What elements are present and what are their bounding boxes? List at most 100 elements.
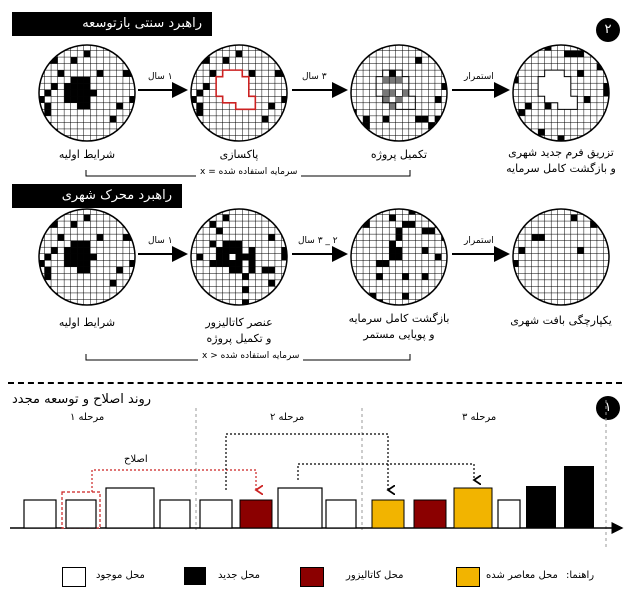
grid-block (39, 292, 45, 300)
grid-block (395, 96, 403, 103)
grid-block (577, 70, 584, 77)
grid-block (216, 253, 223, 261)
grid-block (70, 57, 78, 64)
legend-label-existing: محل موجود (96, 570, 145, 581)
grid-block (229, 240, 236, 248)
grid-block (209, 221, 217, 228)
grid-block (603, 83, 609, 90)
grid-block (518, 247, 526, 254)
grid-block (96, 234, 104, 241)
grid-block (402, 273, 409, 280)
grid-block (395, 253, 403, 261)
grid-block (434, 96, 442, 103)
grid-block (531, 234, 539, 241)
site-existing (105, 487, 155, 529)
grid-block (122, 70, 130, 77)
legend-swatch-catalyst (300, 567, 324, 587)
grid-block (235, 247, 243, 254)
panel-1-title: روند اصلاح و توسعه مجدد (12, 392, 152, 407)
grid-block (90, 253, 97, 261)
grid-block (525, 102, 532, 110)
grid-block (382, 76, 390, 84)
circle-traditional-initial (38, 44, 136, 142)
grid-block (242, 273, 249, 280)
grid-block (83, 240, 91, 248)
grid-block (77, 247, 84, 254)
grid-block (389, 214, 396, 222)
grid-block (64, 83, 71, 90)
grid-block (77, 253, 84, 261)
grid-block (51, 57, 58, 64)
grid-block (77, 266, 84, 274)
grid-block (77, 260, 84, 267)
grid-block (389, 76, 396, 84)
grid-block (209, 70, 217, 77)
grid-block (216, 260, 223, 267)
grid-block (77, 96, 84, 103)
grid-block (222, 253, 230, 261)
grid-block (583, 96, 591, 103)
grid-block (281, 96, 287, 103)
reform-connector (91, 469, 256, 492)
grid-block (64, 260, 71, 267)
arrow-label-traditional-2: ۳ سال (302, 72, 327, 82)
grid-block (116, 102, 123, 110)
grid-block (44, 273, 52, 280)
grid-block (538, 234, 545, 241)
catalyst-strategy-title: راهبرد محرک شهری (12, 184, 182, 208)
grid-block (222, 247, 230, 254)
grid-block (64, 89, 71, 97)
grid-block (281, 247, 287, 254)
grid-block (122, 234, 130, 241)
grid-block (229, 266, 236, 274)
stage-label-catalyst-integration: یکپارچگی بافت شهری (510, 314, 612, 327)
legend-swatch-contemporary (456, 567, 480, 587)
site-existing (497, 499, 521, 529)
urban-grid-circle (350, 44, 448, 142)
grid-block (570, 50, 578, 58)
grid-block (83, 253, 91, 261)
grid-block (248, 260, 256, 267)
grid-block (363, 122, 370, 129)
grid-block (557, 135, 565, 141)
grid-block (196, 253, 204, 261)
grid-block (203, 57, 210, 64)
grid-block (90, 89, 97, 97)
grid-block (382, 260, 390, 267)
grid-block (57, 70, 65, 77)
urban-grid-circle (512, 208, 610, 306)
grid-block (44, 266, 52, 274)
grid-block (229, 260, 236, 267)
grid-block (513, 260, 519, 267)
grid-block (596, 63, 604, 71)
grid-block (402, 292, 409, 300)
circle-traditional-project-complete (350, 44, 448, 142)
grid-block (376, 273, 383, 280)
grid-block (382, 89, 390, 97)
grid-block (70, 76, 78, 84)
arrow-label-traditional-3: استمرار (464, 72, 494, 82)
urban-grid-circle (190, 44, 288, 142)
site-catalyst (413, 499, 447, 529)
stage-label-catalyst-element: عنصر کاتالیزور (205, 316, 273, 329)
grid-block (83, 102, 91, 110)
grid-block (109, 115, 117, 123)
grid-block (77, 83, 84, 90)
panel-1-badge: ۱ (596, 396, 620, 420)
grid-block (268, 234, 275, 241)
traditional-strategy-title: راهبرد سنتی بازتوسعه (12, 12, 212, 36)
influence-connector-1 (225, 433, 388, 490)
grid-block (129, 260, 135, 267)
grid-block (389, 89, 396, 97)
stage-label-catalyst-element-line2: و تکمیل پروژه (206, 332, 272, 345)
grid-block (222, 240, 230, 248)
grid-block (363, 115, 370, 123)
grid-block (577, 247, 584, 254)
grid-block (402, 89, 409, 97)
grid-block (538, 128, 545, 136)
grid-block (389, 247, 396, 254)
urban-grid-circle (38, 208, 136, 306)
grid-block (513, 76, 519, 84)
grid-block (229, 247, 236, 254)
circle-catalyst-element (190, 208, 288, 306)
